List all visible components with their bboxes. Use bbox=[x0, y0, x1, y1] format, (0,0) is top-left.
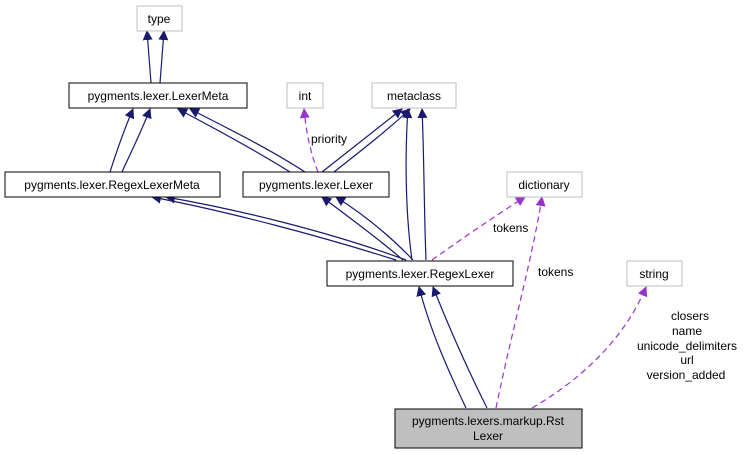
edge-rst-regexlexer-a bbox=[416, 286, 467, 409]
node-lexer[interactable]: pygments.lexer.Lexer bbox=[242, 171, 390, 198]
edge-lexermeta-type-a bbox=[142, 30, 153, 84]
node-rstlexer-label-line2: Lexer bbox=[473, 429, 503, 443]
node-type[interactable]: type bbox=[136, 5, 183, 32]
label-tokens-rst: tokens bbox=[538, 265, 573, 279]
edge-regexlexermeta-lexermeta-b bbox=[121, 108, 152, 173]
edge-lexermeta-type-b bbox=[158, 30, 169, 84]
inheritance-edges bbox=[109, 30, 488, 409]
edge-regexlexermeta-lexermeta-a bbox=[109, 108, 135, 173]
node-int-label: int bbox=[299, 89, 312, 103]
node-type-label: type bbox=[148, 12, 171, 26]
node-regexlexermeta-label: pygments.lexer.RegexLexerMeta bbox=[24, 178, 200, 192]
edge-lexer-lexermeta-a bbox=[177, 108, 291, 173]
node-dictionary[interactable]: dictionary bbox=[506, 171, 583, 198]
node-metaclass[interactable]: metaclass bbox=[371, 82, 457, 109]
edge-lexer-lexermeta-b bbox=[189, 108, 306, 173]
edge-lexer-int bbox=[299, 108, 319, 173]
edge-regexlexer-regexlexermeta-b bbox=[165, 193, 407, 261]
node-regexlexer-label: pygments.lexer.RegexLexer bbox=[346, 267, 495, 281]
edge-regexlexer-lexer-a bbox=[321, 196, 404, 261]
node-rstlexer[interactable]: pygments.lexers.markup.Rst Lexer bbox=[394, 408, 583, 449]
node-lexermeta-label: pygments.lexer.LexerMeta bbox=[88, 89, 229, 103]
edge-rst-regexlexer-b bbox=[431, 286, 488, 409]
node-regexlexermeta[interactable]: pygments.lexer.RegexLexerMeta bbox=[4, 171, 221, 198]
edge-lexer-metaclass-a bbox=[321, 108, 403, 173]
node-regexlexer[interactable]: pygments.lexer.RegexLexer bbox=[326, 260, 514, 287]
label-string-attr: unicode_delimiters bbox=[637, 339, 737, 353]
label-string-attr: closers bbox=[671, 309, 709, 323]
node-lexer-label: pygments.lexer.Lexer bbox=[259, 178, 373, 192]
node-rstlexer-label-line1: pygments.lexers.markup.Rst bbox=[412, 414, 565, 428]
usage-edges bbox=[299, 108, 648, 409]
node-lexermeta[interactable]: pygments.lexer.LexerMeta bbox=[68, 82, 248, 109]
label-string-attr: version_added bbox=[647, 368, 726, 382]
label-tokens-regexlexer: tokens bbox=[493, 221, 528, 235]
edge-regexlexer-dictionary bbox=[431, 196, 526, 261]
node-metaclass-label: metaclass bbox=[387, 89, 441, 103]
node-int[interactable]: int bbox=[286, 82, 324, 109]
edge-regexlexer-metaclass-b bbox=[417, 108, 428, 261]
edge-rst-string bbox=[531, 286, 648, 409]
node-string-label: string bbox=[639, 267, 668, 281]
edge-regexlexer-lexer-b bbox=[335, 196, 414, 261]
edge-rst-dictionary bbox=[495, 196, 546, 409]
label-string-attr: name bbox=[672, 324, 702, 338]
label-priority: priority bbox=[311, 132, 347, 146]
edge-regexlexer-metaclass-a bbox=[402, 108, 413, 261]
label-string-attr: url bbox=[680, 353, 693, 367]
node-dictionary-label: dictionary bbox=[518, 178, 569, 192]
node-string[interactable]: string bbox=[626, 260, 683, 287]
edge-regexlexer-regexlexermeta-a bbox=[151, 193, 397, 261]
edge-labels: priority tokens tokens closers name unic… bbox=[311, 132, 737, 382]
